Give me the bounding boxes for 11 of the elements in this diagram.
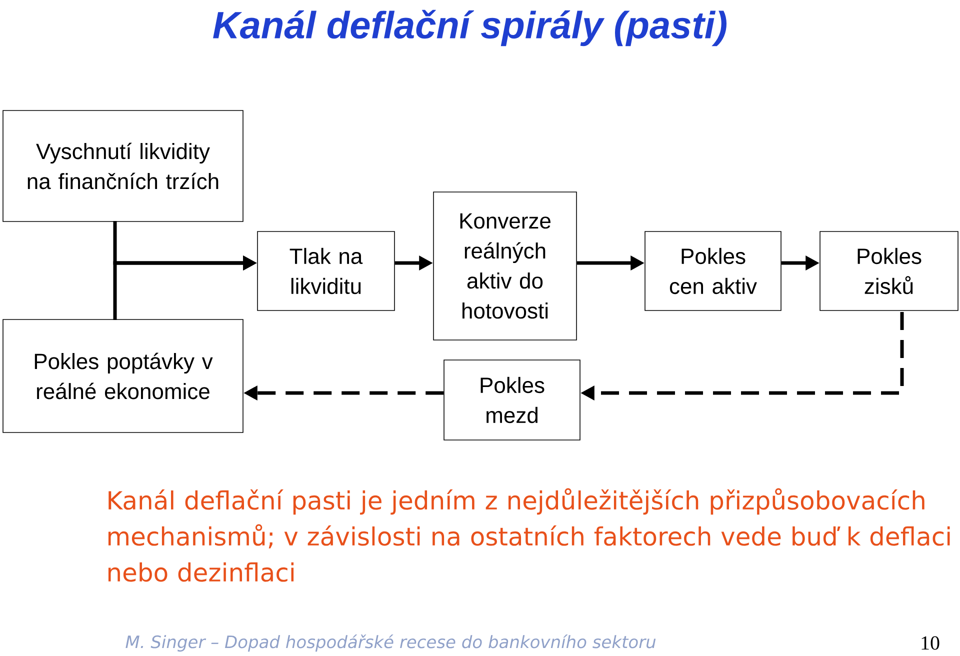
- title: Kanál deflační spirály (pasti): [213, 10, 726, 46]
- process-box: Pokles zisků: [820, 231, 958, 311]
- note-text: Kanál deflační pasti je jedním z nejdůležitějších přizpůsobovacích mechanismů; v závislosti na ostatních faktorech vede buď k deflaci nebo dezinflaci: [108, 488, 950, 582]
- process-box: Pokles cen aktiv: [644, 231, 782, 311]
- process-box: Pokles poptávky v reálné ekonomice: [2, 319, 244, 433]
- footer-text: M. Singer – Dopad hospodářské recese do bankovního sektoru: [126, 634, 656, 652]
- page-number: 10: [922, 636, 940, 650]
- process-box: Tlak na likviditu: [257, 231, 395, 311]
- process-box: Vyschnutí likvidity na finančních trzích: [2, 110, 244, 222]
- process-box: Pokles mezd: [444, 360, 580, 440]
- process-box: Konverze reálných aktiv do hotovosti: [433, 192, 577, 340]
